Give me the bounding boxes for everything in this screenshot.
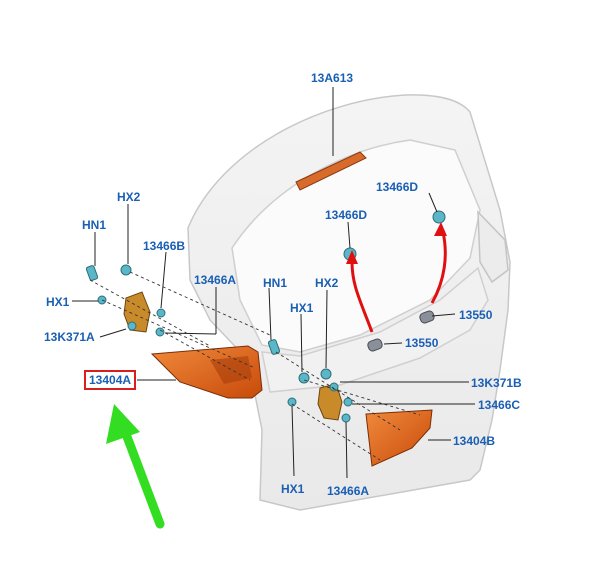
dashed-guides <box>89 271 421 461</box>
label-hx1-mid: HX1 <box>290 301 314 315</box>
label-13466c: 13466C <box>478 398 521 412</box>
red-arrow-heads <box>346 222 447 264</box>
label-hx2-left: HX2 <box>117 190 141 204</box>
bumper-stops <box>367 310 435 352</box>
high-mount-brake-lamp <box>295 151 367 191</box>
label-13550-right: 13550 <box>459 308 493 322</box>
label-13466a-left: 13466A <box>194 273 237 287</box>
green-arrow <box>106 404 165 529</box>
right-tail-lamp <box>365 409 433 467</box>
label-13466a-bottom: 13466A <box>327 484 370 498</box>
label-13466b: 13466B <box>143 239 186 253</box>
label-13550-left: 13550 <box>405 336 439 350</box>
label-hx1-left: HX1 <box>46 295 70 309</box>
red-arrows <box>350 231 447 333</box>
label-hx1-bottom: HX1 <box>281 482 305 496</box>
label-hx2-mid: HX2 <box>315 276 339 290</box>
leader-lines <box>72 87 475 479</box>
left-tail-lamp <box>150 345 263 399</box>
label-13k371b: 13K371B <box>471 376 522 390</box>
label-13466d-right: 13466D <box>376 180 419 194</box>
label-13404a: 13404A <box>84 370 137 390</box>
label-13a613: 13A613 <box>311 71 354 85</box>
label-13k371a: 13K371A <box>44 330 95 344</box>
label-hn1-mid: HN1 <box>263 276 288 290</box>
label-hn1-left: HN1 <box>82 218 107 232</box>
label-13466d-left: 13466D <box>325 208 368 222</box>
label-13404b: 13404B <box>453 434 496 448</box>
tailgate-outline <box>187 94 511 511</box>
